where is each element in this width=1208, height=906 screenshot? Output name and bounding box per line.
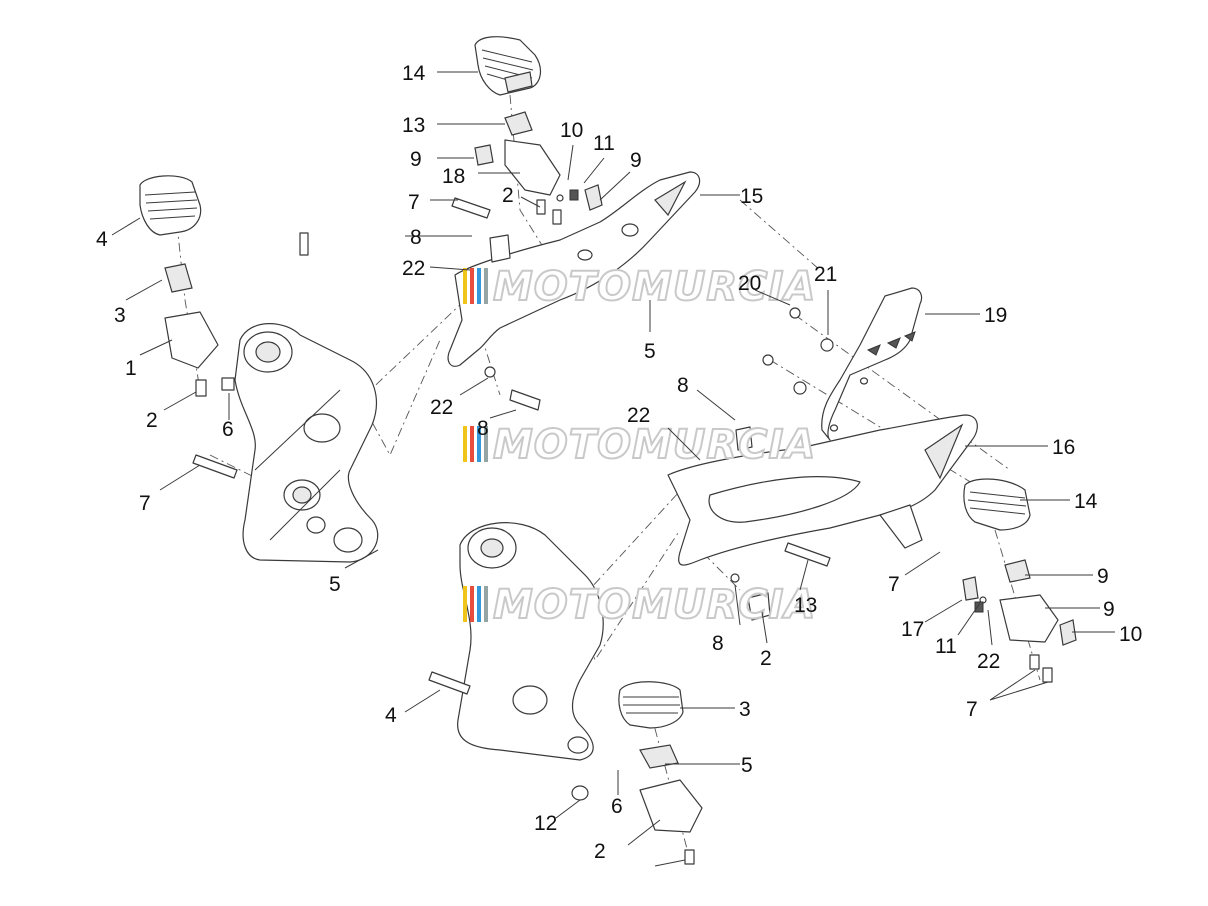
pivot-pins <box>192 197 831 695</box>
wm-stripe-3 <box>477 268 481 304</box>
callout-22: 22 <box>430 396 453 419</box>
callout-14: 14 <box>402 62 426 85</box>
watermark-1: MOTOMURCIA <box>463 263 816 311</box>
callout-20: 20 <box>738 272 761 295</box>
leader-lines <box>111 71 1115 867</box>
callout-4: 4 <box>96 228 108 251</box>
callout-5: 5 <box>644 340 656 363</box>
callout-7: 13 <box>794 594 817 617</box>
callout-8: 8 <box>477 417 489 440</box>
footpeg-pad-upper <box>474 36 542 96</box>
lower-footpeg-bracket <box>457 522 604 761</box>
watermark-text: MOTOMURCIA <box>493 582 816 628</box>
callout-3: 5 <box>741 754 753 777</box>
watermark-text: MOTOMURCIA <box>493 264 816 310</box>
callout-7: 4 <box>385 704 397 727</box>
callout-2: 2 <box>502 184 514 207</box>
wm-stripe-2 <box>470 268 474 304</box>
callout-5: 5 <box>329 573 341 596</box>
callout-7: 7 <box>139 492 151 515</box>
callout-9: 9 <box>630 149 642 172</box>
callout-15: 15 <box>740 185 763 208</box>
callout-21: 21 <box>814 263 837 286</box>
footpeg-pad-right <box>963 478 1031 531</box>
upper-footrest-support <box>447 171 701 367</box>
callout-10: 11 <box>935 635 957 658</box>
callout-13: 13 <box>402 114 425 137</box>
wm-stripe-1 <box>463 268 467 304</box>
callout-8: 8 <box>410 226 422 249</box>
footpeg-pad-left <box>139 175 202 236</box>
callout-6: 6 <box>222 418 234 441</box>
callout-11: 22 <box>977 650 1000 673</box>
callout-2: 2 <box>146 409 158 432</box>
callout-9: 9 <box>410 148 422 171</box>
callout-12: 2 <box>594 840 606 863</box>
callout-16: 16 <box>1052 436 1075 459</box>
small-hardware <box>164 111 1077 865</box>
callout-9: 10 <box>1119 623 1142 646</box>
callout-22: 22 <box>627 404 650 427</box>
lower-footrest-support <box>667 414 978 566</box>
callout-8: 8 <box>677 374 689 397</box>
callout-13: 9 <box>1097 565 1109 588</box>
callout-4: 3 <box>739 698 751 721</box>
left-footpeg-bracket <box>234 323 379 563</box>
callout-labels: 14 13 10 11 9 9 18 2 7 15 4 8 22 20 21 1… <box>96 62 1142 863</box>
wm-stripe-1 <box>463 426 467 462</box>
callout-22: 22 <box>402 257 425 280</box>
watermark-3: MOTOMURCIA <box>463 581 816 629</box>
callout-2: 7 <box>966 698 978 721</box>
callout-5: 6 <box>611 795 623 818</box>
wm-stripe-4 <box>484 426 488 462</box>
heat-shield-plate <box>821 287 923 441</box>
callout-19: 19 <box>984 304 1007 327</box>
callout-8: 2 <box>760 647 772 670</box>
wm-stripe-1 <box>463 586 467 622</box>
wm-stripe-3 <box>477 586 481 622</box>
watermark-2: MOTOMURCIA <box>463 421 816 469</box>
callout-14: 14 <box>1074 490 1098 513</box>
callout-3: 3 <box>114 304 126 327</box>
footpeg-pad-lower <box>618 681 684 729</box>
callout-1: 1 <box>125 357 137 380</box>
wm-stripe-3 <box>477 426 481 462</box>
wm-stripe-2 <box>470 426 474 462</box>
callout-5: 7 <box>888 573 900 596</box>
callout-10: 10 <box>560 119 583 142</box>
callout-17: 9 <box>1103 598 1115 621</box>
callout-11: 11 <box>593 132 615 155</box>
callout-7: 7 <box>408 191 420 214</box>
callout-6: 12 <box>534 812 557 835</box>
wm-stripe-4 <box>484 586 488 622</box>
callout-22: 8 <box>712 632 724 655</box>
wm-stripe-2 <box>470 586 474 622</box>
wm-stripe-4 <box>484 268 488 304</box>
callout-9: 17 <box>901 618 924 641</box>
watermark-text: MOTOMURCIA <box>493 422 816 468</box>
callout-18: 18 <box>442 165 465 188</box>
